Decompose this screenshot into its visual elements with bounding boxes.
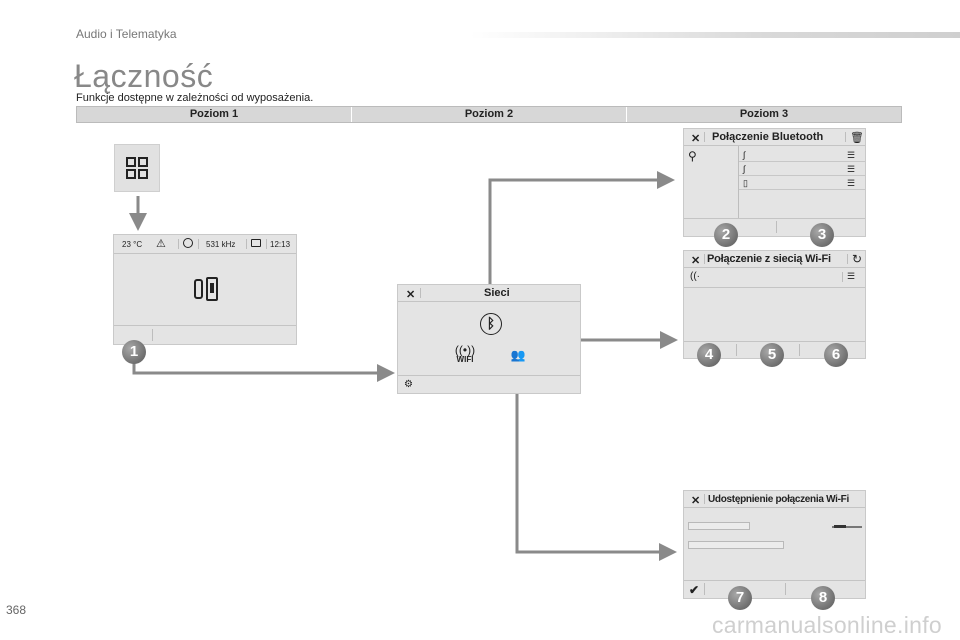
hotspot-screen: ✕ Udostępnienie połączenia Wi-Fi ✔ [683, 490, 866, 599]
wifi-icon[interactable]: ((•)) WIFI [454, 343, 476, 364]
hotspot-screen-title: Udostępnienie połączenia Wi-Fi [708, 494, 849, 505]
network-screen-title: Sieci [484, 287, 510, 299]
callout-3: 3 [810, 223, 834, 247]
close-icon[interactable]: ✕ [406, 289, 416, 301]
device-list: ∫ ☰ ∫ ☰ ▯ ☰ [739, 146, 865, 196]
time-readout: 12:13 [270, 240, 291, 249]
wifi-screen-title: Połączenie z siecią Wi-Fi [707, 253, 831, 265]
level-3: Poziom 3 [739, 108, 789, 120]
list-item[interactable]: ∫ ☰ [739, 150, 865, 162]
network-list-item[interactable]: ((· ☰ [690, 271, 856, 282]
settings-icon[interactable]: ⚙ [404, 379, 413, 390]
levels-header: Poziom 1 Poziom 2 Poziom 3 [76, 106, 902, 123]
callout-7: 7 [728, 586, 752, 610]
callout-5: 5 [760, 343, 784, 367]
refresh-icon[interactable]: ↻ [852, 252, 863, 266]
arrow-to-hotspot [515, 372, 677, 561]
arrow-to-bluetooth [488, 171, 675, 313]
close-icon[interactable]: ✕ [691, 133, 701, 145]
callout-6: 6 [824, 343, 848, 367]
close-icon[interactable]: ✕ [691, 255, 701, 267]
warning-icon[interactable]: ⚠ [156, 238, 166, 250]
callout-8: 8 [811, 586, 835, 610]
bluetooth-icon[interactable]: ᛒ [480, 313, 502, 335]
callout-4: 4 [697, 343, 721, 367]
arrow-home-to-network [132, 360, 395, 382]
home-screen: 23 °C ⚠ 531 kHz 12:13 [113, 234, 297, 345]
wifi-screen: ✕ Połączenie z siecią Wi-Fi ↻ ((· ☰ [683, 250, 866, 359]
list-item[interactable]: ▯ ☰ [739, 178, 865, 190]
bluetooth-screen: ✕ Połączenie Bluetooth 🗑 ⚲ ∫ ☰ ∫ ☰ ▯ ☰ [683, 128, 866, 237]
network-screen: ✕ Sieci ᛒ ((•)) WIFI 👥 ⚙ [397, 284, 581, 394]
hotspot-toggle[interactable] [832, 525, 862, 528]
hotspot-password-field[interactable] [688, 541, 784, 549]
level-2: Poziom 2 [352, 107, 627, 122]
section-header: Audio i Telematyka [76, 27, 177, 41]
apps-grid-button[interactable] [114, 144, 160, 192]
page-number: 368 [6, 603, 27, 617]
hotspot-name-field[interactable] [688, 522, 750, 530]
apps-grid-icon [126, 157, 148, 179]
phone-car-icon[interactable] [251, 239, 261, 247]
callout-1: 1 [122, 340, 146, 364]
list-item[interactable]: ∫ ☰ [739, 164, 865, 176]
hotspot-icon[interactable]: 👥 [510, 348, 526, 362]
header-divider [470, 32, 960, 38]
bluetooth-screen-title: Połączenie Bluetooth [712, 131, 824, 143]
callout-2: 2 [714, 223, 738, 247]
frequency-readout: 531 kHz [206, 240, 236, 249]
wifi-label: WIFI [456, 355, 474, 364]
temperature-readout: 23 °C [122, 240, 143, 249]
search-icon[interactable]: ⚲ [688, 149, 697, 163]
level-1: Poziom 1 [77, 107, 352, 122]
page-title: Łączność [74, 58, 214, 94]
delete-icon[interactable]: 🗑 [850, 132, 864, 144]
page-subtitle: Funkcje dostępne w zależności od wyposaż… [76, 92, 314, 104]
close-icon[interactable]: ✕ [691, 495, 701, 507]
radio-icon[interactable] [183, 238, 193, 248]
footer-watermark: carmanualsonline.info [711, 612, 942, 638]
connectivity-icon[interactable] [194, 277, 220, 301]
confirm-icon[interactable]: ✔ [689, 583, 700, 597]
